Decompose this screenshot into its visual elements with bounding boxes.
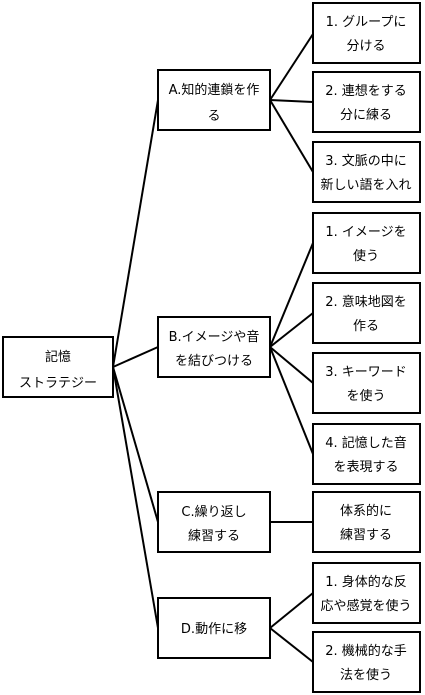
d-leaf-1: 1. 身体的な反 応や感覚を使う xyxy=(312,562,421,624)
edge-b-1 xyxy=(269,242,314,348)
b-leaf-2: 2. 意味地図を 作る xyxy=(312,282,421,344)
a-leaf-2-line-2: 分に練る xyxy=(340,108,392,123)
branch-d-node: D.動作に移 xyxy=(157,597,271,659)
root-node: 記憶 ストラテジー xyxy=(2,336,114,398)
edge-b-4 xyxy=(269,346,314,455)
edge-d-1 xyxy=(269,592,314,629)
branch-a-node: A.知的連鎖を作 る xyxy=(157,69,271,131)
d-leaf-2-line-1: 2. 機械的な手 xyxy=(325,643,407,659)
b-leaf-4-line-2: を表現する xyxy=(333,460,398,475)
branch-c-line-2: 練習する xyxy=(188,529,240,544)
branch-c-node: C.繰り返し 練習する xyxy=(157,491,271,553)
edge-b-3 xyxy=(269,346,314,384)
b-leaf-3-line-1: 3. キーワード xyxy=(325,365,407,380)
branch-b-node: B.イメージや音 を結びつける xyxy=(157,316,271,378)
b-leaf-4: 4. 記憶した音 を表現する xyxy=(312,423,421,485)
c-leaf-1: 体系的に 練習する xyxy=(312,491,421,553)
edge-root-a xyxy=(112,99,159,368)
b-leaf-3: 3. キーワード を使う xyxy=(312,352,421,414)
d-leaf-2: 2. 機械的な手 法を使う xyxy=(312,631,421,693)
a-leaf-1-line-1: 1. グループに xyxy=(326,15,407,30)
b-leaf-3-line-2: を使う xyxy=(346,388,385,404)
c-leaf-1-line-2: 練習する xyxy=(340,528,392,543)
a-leaf-3-line-2: 新しい語を入れ xyxy=(320,177,411,193)
edge-b-2 xyxy=(269,312,314,348)
b-leaf-1-line-2: 使う xyxy=(353,248,379,264)
b-leaf-2-line-1: 2. 意味地図を xyxy=(325,294,407,310)
branch-c-line-1: C.繰り返し xyxy=(181,505,246,520)
edge-root-c xyxy=(112,366,159,523)
edge-root-b xyxy=(112,346,159,368)
edge-a-2 xyxy=(269,99,314,103)
branch-d-line-1: D.動作に移 xyxy=(181,622,247,637)
a-leaf-2-line-1: 2. 連想をする xyxy=(325,83,407,99)
branch-a-line-1: A.知的連鎖を作 xyxy=(169,82,260,98)
d-leaf-2-line-2: 法を使う xyxy=(340,667,392,683)
b-leaf-4-line-1: 4. 記憶した音 xyxy=(325,435,407,451)
root-line-1: 記憶 xyxy=(45,349,71,365)
branch-b-line-1: B.イメージや音 xyxy=(169,329,260,345)
c-leaf-1-line-1: 体系的に xyxy=(340,503,392,519)
d-leaf-1-line-1: 1. 身体的な反 xyxy=(325,574,407,590)
edge-root-d xyxy=(112,366,159,629)
a-leaf-2: 2. 連想をする 分に練る xyxy=(312,71,421,133)
branch-a-line-2: る xyxy=(207,109,220,124)
a-leaf-1-line-2: 分ける xyxy=(346,39,385,54)
a-leaf-3-line-1: 3. 文脈の中に xyxy=(325,154,407,169)
edge-a-1 xyxy=(269,33,314,101)
edge-d-2 xyxy=(269,627,314,663)
b-leaf-1-line-1: 1. イメージを xyxy=(325,225,406,240)
edge-a-3 xyxy=(269,99,314,173)
d-leaf-1-line-2: 応や感覚を使う xyxy=(320,598,411,614)
a-leaf-3: 3. 文脈の中に 新しい語を入れ xyxy=(312,141,421,203)
b-leaf-1: 1. イメージを 使う xyxy=(312,212,421,274)
edges xyxy=(112,33,314,663)
branch-b-line-2: を結びつける xyxy=(175,354,253,369)
root-line-2: ストラテジー xyxy=(19,376,97,391)
b-leaf-2-line-2: 作る xyxy=(353,319,379,334)
a-leaf-1: 1. グループに 分ける xyxy=(312,2,421,64)
